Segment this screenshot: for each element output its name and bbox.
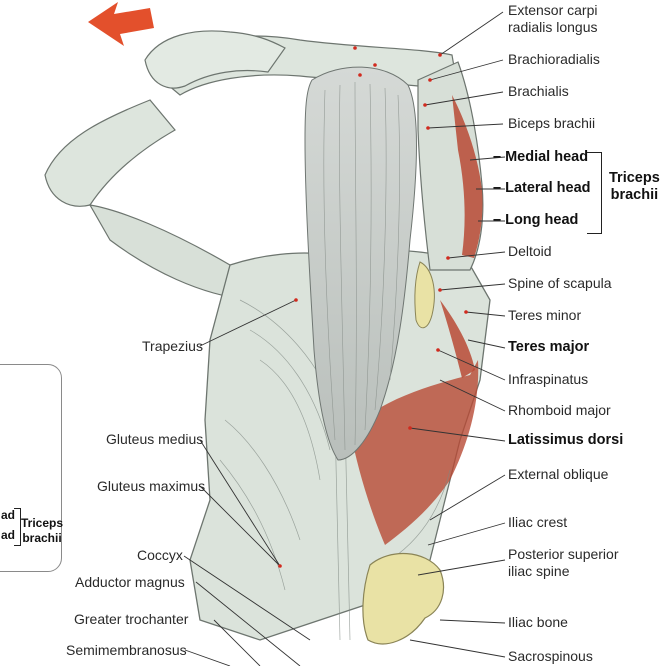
label-trapezius: Trapezius xyxy=(142,338,203,354)
label-iliac-bone: Iliac bone xyxy=(508,614,568,630)
inset-panel: ad ad Triceps brachii xyxy=(0,364,64,572)
label-long-head: – Long head xyxy=(493,212,579,228)
direction-arrow-icon xyxy=(88,2,154,46)
label-brachialis: Brachialis xyxy=(508,83,569,99)
hair xyxy=(304,66,417,461)
label-coccyx: Coccyx xyxy=(137,547,183,563)
inset-fragment-bottom: ad xyxy=(1,528,16,542)
label-adductor-magnus: Adductor magnus xyxy=(75,574,185,590)
label-semimembranosus: Semimembranosus xyxy=(66,642,187,658)
label-latissimus-dorsi: Latissimus dorsi xyxy=(508,432,624,448)
label-triceps-brachii: Triceps brachii xyxy=(609,170,660,203)
label-infraspinatus: Infraspinatus xyxy=(508,371,589,387)
label-spine-of-scapula: Spine of scapula xyxy=(508,275,612,291)
label-medial-head: – Medial head xyxy=(493,149,589,165)
inset-triceps-brachii: Triceps brachii xyxy=(21,516,64,545)
inset-bracket xyxy=(14,508,21,546)
label-gluteus-maximus: Gluteus maximus xyxy=(97,478,206,494)
label-iliac-crest: Iliac crest xyxy=(508,514,568,530)
leader-lines xyxy=(183,11,506,666)
figure-body xyxy=(44,30,491,645)
label-biceps-brachii: Biceps brachii xyxy=(508,115,596,131)
marker-dots xyxy=(278,46,468,568)
label-extensor-carpi-radialis-longus: Extensor carpi radialis longus xyxy=(508,2,598,35)
label-sacrospinous: Sacrospinous xyxy=(508,648,593,664)
triceps-bracket xyxy=(587,152,602,234)
label-teres-minor: Teres minor xyxy=(508,307,582,323)
label-greater-trochanter: Greater trochanter xyxy=(74,611,189,627)
label-lateral-head: – Lateral head xyxy=(493,180,591,196)
inset-fragment-top: ad xyxy=(1,508,16,522)
label-gluteus-medius: Gluteus medius xyxy=(106,431,204,447)
label-deltoid: Deltoid xyxy=(508,243,552,259)
label-external-oblique: External oblique xyxy=(508,466,609,482)
label-brachioradialis: Brachioradialis xyxy=(508,51,600,67)
label-rhomboid-major: Rhomboid major xyxy=(508,402,611,418)
label-posterior-superior-iliac-spine: Posterior superior iliac spine xyxy=(508,546,619,579)
label-teres-major: Teres major xyxy=(508,339,590,355)
